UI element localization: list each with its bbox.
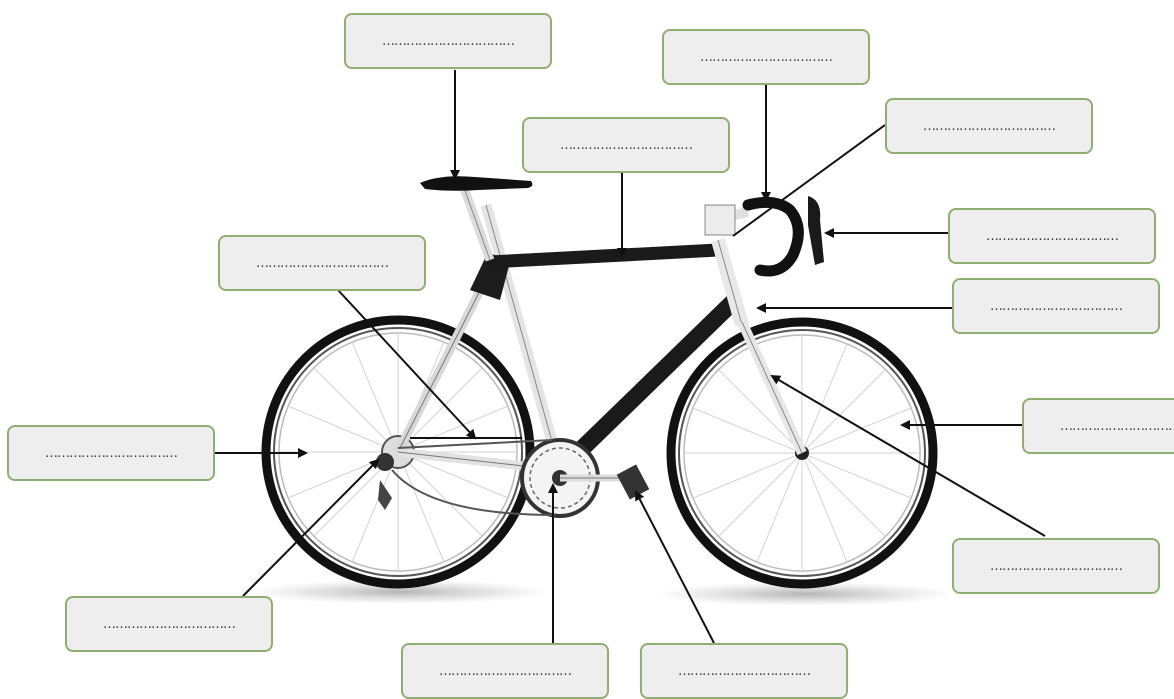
label-box-saddle[interactable]: …………………………… xyxy=(344,13,552,69)
rear-derailleur xyxy=(378,480,392,510)
pedal xyxy=(617,464,650,499)
handlebar-drop xyxy=(748,202,798,271)
saddle xyxy=(420,176,532,191)
label-box-front-wheel[interactable]: …………………………… xyxy=(1022,398,1174,454)
label-box-rear-wheel[interactable]: …………………………… xyxy=(7,425,215,481)
label-box-pedal[interactable]: …………………………… xyxy=(640,643,848,699)
leader-line xyxy=(338,290,475,438)
stem-clamp xyxy=(705,205,735,235)
label-box-brake-lever[interactable]: …………………………… xyxy=(885,98,1093,154)
label-box-fork[interactable]: …………………………… xyxy=(952,538,1160,594)
label-box-chainring[interactable]: …………………………… xyxy=(401,643,609,699)
label-box-head-tube[interactable]: …………………………… xyxy=(952,278,1160,334)
label-box-seat-tube[interactable]: …………………………… xyxy=(218,235,426,291)
leader-line xyxy=(636,492,714,643)
down-tube xyxy=(560,300,735,470)
label-box-handlebar-stem[interactable]: …………………………… xyxy=(662,29,870,85)
label-box-top-tube[interactable]: …………………………… xyxy=(522,117,730,173)
top-tube xyxy=(490,250,718,262)
leader-line xyxy=(772,376,1045,536)
label-box-handlebar[interactable]: …………………………… xyxy=(948,208,1156,264)
brake-hood xyxy=(808,196,824,265)
label-box-derailleur[interactable]: …………………………… xyxy=(65,596,273,652)
